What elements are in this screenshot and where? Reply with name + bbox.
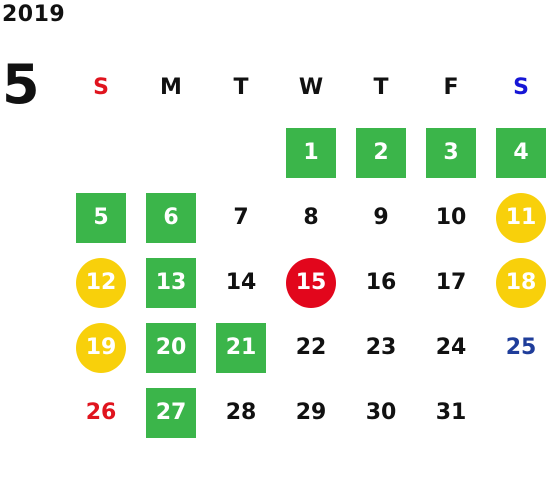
- day-cell[interactable]: 3: [416, 120, 486, 185]
- day-cell[interactable]: 18: [486, 250, 548, 315]
- day-number: 6: [146, 192, 196, 243]
- day-number: 31: [435, 400, 467, 425]
- day-cell[interactable]: 8: [276, 185, 346, 250]
- day-number: 14: [225, 270, 257, 295]
- day-cell[interactable]: 13: [136, 250, 206, 315]
- day-cell[interactable]: 17: [416, 250, 486, 315]
- day-cell[interactable]: 12: [66, 250, 136, 315]
- weekday-friday: F: [443, 75, 459, 100]
- day-number: 1: [286, 127, 336, 178]
- day-cell[interactable]: 27: [136, 380, 206, 445]
- day-number: 30: [365, 400, 397, 425]
- day-cell[interactable]: 31: [416, 380, 486, 445]
- day-cell[interactable]: 26: [66, 380, 136, 445]
- weekday-sunday: S: [93, 75, 109, 100]
- day-cell[interactable]: 4: [486, 120, 548, 185]
- day-number: 9: [373, 205, 389, 230]
- day-number: 2: [356, 127, 406, 178]
- weekday-saturday: S: [513, 75, 529, 100]
- day-cell[interactable]: 7: [206, 185, 276, 250]
- day-number: 11: [496, 192, 546, 243]
- day-cell[interactable]: 28: [206, 380, 276, 445]
- day-number: 27: [146, 387, 196, 438]
- day-number: 18: [496, 257, 546, 308]
- day-cell[interactable]: 23: [346, 315, 416, 380]
- day-number: 26: [85, 400, 117, 425]
- day-cell[interactable]: 29: [276, 380, 346, 445]
- day-number: 13: [146, 257, 196, 308]
- day-number: 4: [496, 127, 546, 178]
- year-label: 2019: [2, 2, 66, 27]
- weekday-tuesday: T: [233, 75, 249, 100]
- day-number: 8: [303, 205, 319, 230]
- day-number: 29: [295, 400, 327, 425]
- month-number: 5: [2, 53, 40, 116]
- day-number: 12: [76, 257, 126, 308]
- day-cell[interactable]: 1: [276, 120, 346, 185]
- day-number: 25: [505, 335, 537, 360]
- day-number: 5: [76, 192, 126, 243]
- day-cell[interactable]: 10: [416, 185, 486, 250]
- day-number: 24: [435, 335, 467, 360]
- day-cell[interactable]: 6: [136, 185, 206, 250]
- day-cell[interactable]: 14: [206, 250, 276, 315]
- weekday-thursday: T: [373, 75, 389, 100]
- day-cell[interactable]: 22: [276, 315, 346, 380]
- day-number: 20: [146, 322, 196, 373]
- day-number: 7: [233, 205, 249, 230]
- day-number: 22: [295, 335, 327, 360]
- day-cell[interactable]: 19: [66, 315, 136, 380]
- day-cell[interactable]: 20: [136, 315, 206, 380]
- day-cell[interactable]: 2: [346, 120, 416, 185]
- day-cell[interactable]: 24: [416, 315, 486, 380]
- day-number: 17: [435, 270, 467, 295]
- weekday-monday: M: [160, 75, 182, 100]
- weekday-wednesday: W: [298, 75, 324, 100]
- day-number: 21: [216, 322, 266, 373]
- day-number: 3: [426, 127, 476, 178]
- day-cell[interactable]: 15: [276, 250, 346, 315]
- day-number: 10: [435, 205, 467, 230]
- day-number: 16: [365, 270, 397, 295]
- day-cell[interactable]: 25: [486, 315, 548, 380]
- day-cell[interactable]: 5: [66, 185, 136, 250]
- day-number: 23: [365, 335, 397, 360]
- day-number: 19: [76, 322, 126, 373]
- day-number: 28: [225, 400, 257, 425]
- day-number: 15: [286, 257, 336, 308]
- day-cell[interactable]: 16: [346, 250, 416, 315]
- day-cell[interactable]: 21: [206, 315, 276, 380]
- day-cell[interactable]: 30: [346, 380, 416, 445]
- day-cell[interactable]: 11: [486, 185, 548, 250]
- day-cell[interactable]: 9: [346, 185, 416, 250]
